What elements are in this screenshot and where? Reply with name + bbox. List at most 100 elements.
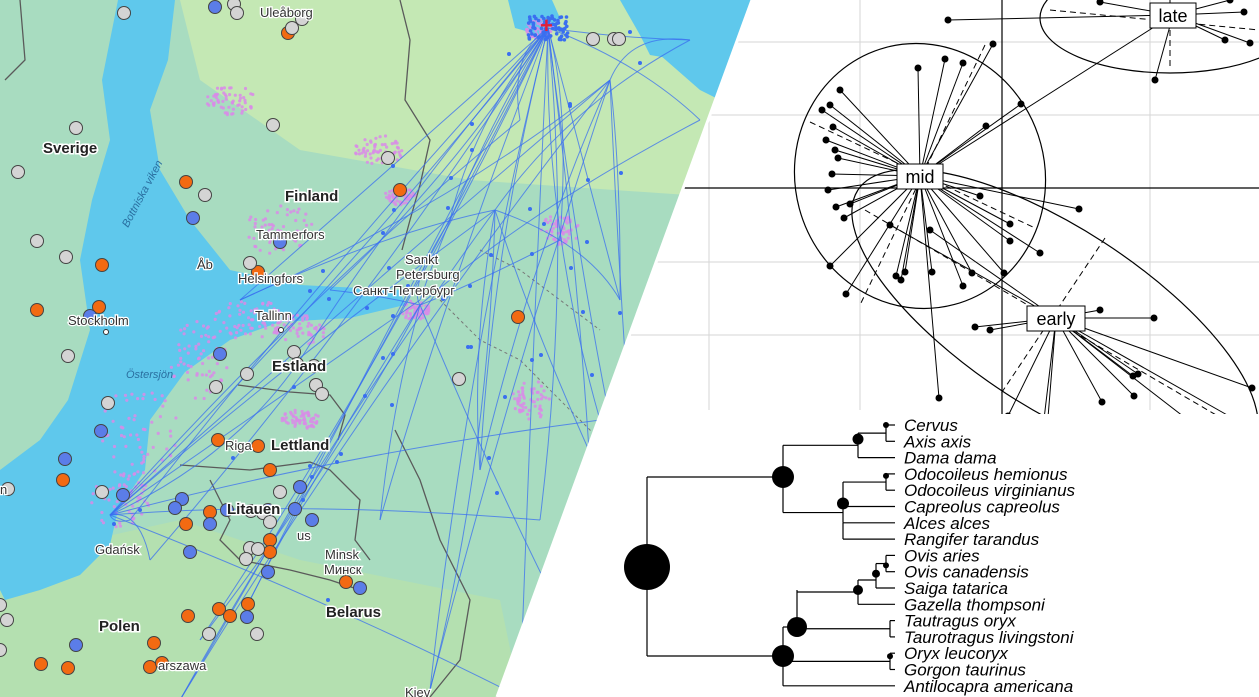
density-dot	[107, 498, 111, 502]
density-dot	[522, 381, 526, 385]
density-dot	[248, 332, 252, 336]
density-dot	[272, 307, 276, 311]
density-dot	[374, 136, 378, 140]
density-dot	[373, 142, 377, 147]
density-dot	[233, 336, 238, 340]
density-dot	[165, 447, 169, 451]
density-dot	[404, 314, 408, 318]
ordination-point	[1240, 8, 1248, 16]
density-dot	[513, 397, 517, 401]
density-dot	[303, 314, 307, 318]
density-dot	[179, 356, 183, 360]
trail-point	[568, 102, 572, 106]
trail-point	[542, 16, 546, 21]
site-marker-gray	[0, 643, 7, 657]
ordination-spoke	[919, 175, 1080, 210]
site-marker-orange	[143, 660, 157, 674]
trail-point	[531, 24, 536, 29]
trail-point	[406, 284, 410, 288]
trail-point	[569, 266, 573, 270]
density-dot	[215, 362, 219, 366]
tree-node	[887, 653, 893, 660]
ordination-spoke	[1046, 317, 1057, 431]
trail-point	[292, 385, 296, 389]
density-dot	[279, 204, 283, 208]
density-dot	[112, 444, 117, 449]
density-dot	[145, 501, 150, 505]
density-dot	[301, 316, 305, 320]
trail-point	[327, 297, 331, 301]
trail-point	[561, 27, 565, 32]
country-label-lettland: Lettland	[271, 437, 329, 454]
density-dot	[199, 334, 204, 338]
density-dot	[130, 392, 134, 396]
site-marker-gray	[0, 613, 14, 627]
density-dot	[357, 148, 361, 152]
country-label-litauen: Litauen	[227, 501, 280, 518]
density-dot	[538, 404, 542, 408]
density-dot	[524, 406, 528, 410]
density-dot	[195, 320, 199, 324]
city-label-warszawa: arszawa	[158, 658, 207, 673]
density-dot	[276, 309, 280, 313]
trail-point	[550, 22, 555, 27]
ordination-point	[1017, 100, 1025, 108]
trail-point	[528, 29, 533, 33]
density-dot	[258, 248, 262, 252]
density-dot	[243, 101, 247, 105]
density-dot	[521, 408, 525, 412]
density-dot	[222, 321, 226, 325]
site-marker-gray	[287, 345, 301, 359]
trail-point	[470, 122, 474, 126]
site-marker-orange	[251, 265, 265, 279]
trail-point	[554, 32, 559, 36]
city-dot-tallinn	[278, 327, 284, 333]
density-dot	[293, 424, 297, 428]
ordination-point	[1221, 36, 1229, 44]
site-marker-blue	[305, 513, 319, 527]
trail-point	[619, 171, 623, 175]
density-dot	[228, 86, 232, 90]
trail-point	[466, 345, 470, 349]
density-dot	[294, 218, 298, 223]
ordination-point	[959, 282, 967, 290]
density-dot	[418, 317, 423, 321]
ordination-point	[944, 16, 952, 24]
ordination-plot: late mid early	[600, 0, 1259, 468]
density-dot	[218, 329, 222, 333]
trail-line	[109, 359, 301, 516]
site-marker-orange	[263, 545, 277, 559]
density-dot	[252, 236, 256, 240]
ordination-point	[1246, 39, 1254, 47]
density-dot	[244, 107, 248, 112]
density-dot	[125, 398, 129, 402]
density-dot	[123, 393, 128, 397]
density-dot	[136, 470, 140, 474]
trail-point	[585, 240, 589, 244]
density-dot	[231, 112, 235, 116]
density-dot	[179, 328, 183, 332]
density-dot	[533, 404, 537, 408]
density-dot	[196, 357, 201, 361]
trail-line	[129, 27, 549, 521]
trail-point	[558, 37, 562, 41]
density-dot	[208, 375, 212, 379]
density-dot	[239, 328, 243, 332]
city-label-petersburg-ru: Санкт-Петербург	[353, 283, 455, 298]
density-dot	[111, 419, 115, 423]
site-marker-blue	[240, 610, 254, 624]
country-label-belarus: Belarus	[326, 604, 381, 621]
ordination-spoke	[1007, 317, 1057, 417]
density-dot	[296, 334, 300, 338]
city-label-vilnius-fragment: us	[297, 528, 311, 543]
density-dot	[288, 328, 292, 333]
movement-trails	[109, 14, 701, 697]
ordination-point	[834, 154, 842, 162]
density-dot	[513, 407, 517, 411]
density-dot	[201, 361, 205, 366]
group-label-mid-text: mid	[905, 167, 934, 187]
ordination-spoke	[919, 175, 964, 287]
city-label-tammerfors: Tammerfors	[256, 227, 325, 242]
density-dot	[118, 521, 122, 525]
trail-point	[542, 222, 546, 226]
